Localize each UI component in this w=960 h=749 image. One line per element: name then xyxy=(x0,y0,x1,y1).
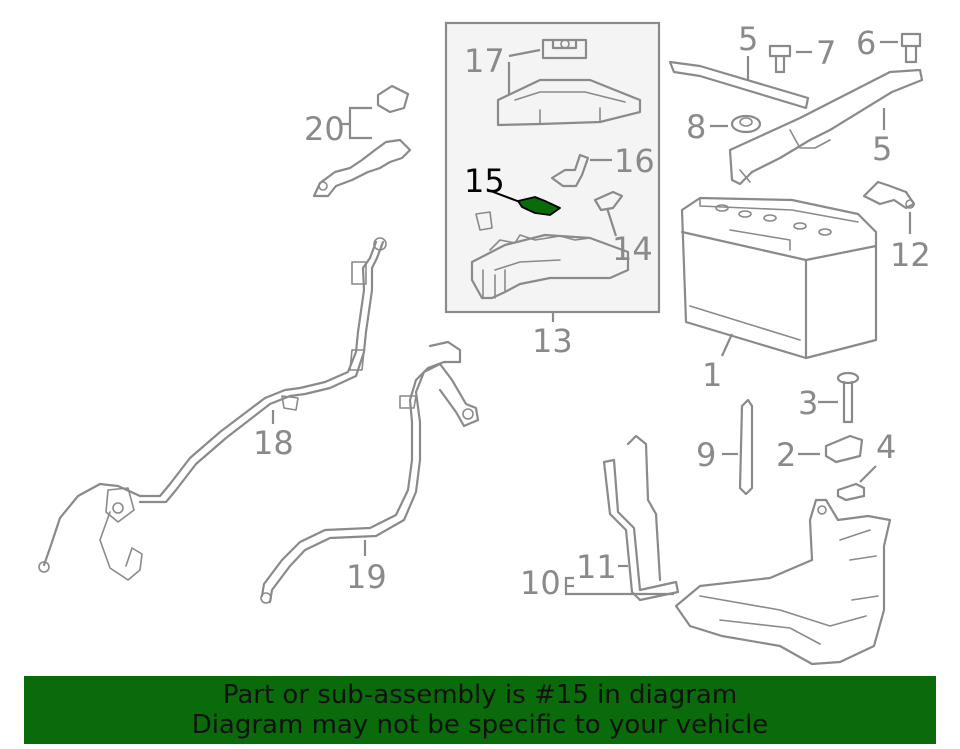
part-19-positive-cable[interactable] xyxy=(260,340,480,604)
label-part-4: 4 xyxy=(876,428,896,466)
part-1-battery[interactable] xyxy=(680,196,878,360)
label-part-12: 12 xyxy=(890,236,931,274)
label-part-5a: 5 xyxy=(738,20,758,58)
label-part-14: 14 xyxy=(612,230,653,268)
part-6-bolt[interactable] xyxy=(900,32,922,64)
small-clip xyxy=(475,211,493,231)
part-11-bracket[interactable] xyxy=(602,434,680,602)
label-part-9: 9 xyxy=(696,436,716,474)
part-9-rod[interactable] xyxy=(738,398,754,496)
label-part-8: 8 xyxy=(686,108,706,146)
label-part-16: 16 xyxy=(614,142,655,180)
part-7-bolt[interactable] xyxy=(768,44,792,74)
part-18-negative-cable[interactable] xyxy=(38,237,387,581)
label-part-5b: 5 xyxy=(872,130,892,168)
part-12-bracket[interactable] xyxy=(862,180,916,210)
part-16-bracket[interactable] xyxy=(550,153,590,188)
part-2-clamp[interactable] xyxy=(824,434,864,464)
label-part-15-highlighted: 15 xyxy=(464,162,505,200)
part-3-bolt[interactable] xyxy=(836,371,860,424)
banner-line-part: Part or sub-assembly is #15 in diagram xyxy=(222,680,738,710)
label-part-20: 20 xyxy=(304,110,345,148)
part-10-battery-tray[interactable] xyxy=(674,498,892,666)
label-part-3: 3 xyxy=(798,384,818,422)
part-4-clip[interactable] xyxy=(836,482,866,502)
part-8-nut[interactable] xyxy=(730,114,762,134)
part-20-sensor[interactable] xyxy=(312,84,412,198)
part-15-fuse-highlighted[interactable] xyxy=(517,196,561,216)
label-part-1: 1 xyxy=(702,356,722,394)
fuse-box-body xyxy=(470,233,630,300)
label-part-7: 7 xyxy=(816,34,836,72)
part-17-cover[interactable] xyxy=(496,38,642,127)
label-part-11: 11 xyxy=(576,548,617,586)
label-part-17: 17 xyxy=(464,42,505,80)
banner-line-disclaimer: Diagram may not be specific to your vehi… xyxy=(191,710,769,740)
label-part-2: 2 xyxy=(776,436,796,474)
label-part-18: 18 xyxy=(253,424,294,462)
label-part-19: 19 xyxy=(346,558,387,596)
fuse-box-inset xyxy=(444,21,661,314)
label-part-6: 6 xyxy=(856,24,876,62)
part-5-hold-down-bar[interactable] xyxy=(668,60,924,186)
part-14-terminal[interactable] xyxy=(593,190,624,212)
label-part-13: 13 xyxy=(532,322,573,360)
info-banner: Part or sub-assembly is #15 in diagram D… xyxy=(24,676,936,744)
label-part-10: 10 xyxy=(520,564,561,602)
